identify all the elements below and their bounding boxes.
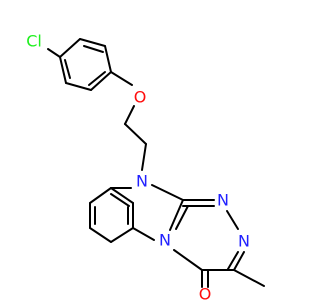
chlorophenyl-ring (59, 38, 112, 91)
bond (89, 227, 112, 243)
bond-o-ch2 (124, 105, 135, 125)
bond (110, 227, 134, 243)
bond (89, 187, 112, 204)
bond-c-n-carbonyl (173, 249, 203, 271)
molecule-drawing: Cl O N N N (26, 32, 265, 300)
bond-c-methyl (233, 269, 265, 287)
bond-n-n (226, 210, 239, 230)
bond-c-n-double (175, 205, 189, 230)
bond-n-c (151, 184, 184, 201)
bond (90, 71, 112, 91)
n-triazine-2-label: N (238, 232, 250, 251)
bond (110, 187, 134, 204)
ether-oxygen-label: O (134, 88, 147, 107)
n-triazine-1-label: N (217, 191, 229, 210)
structure-canvas: Cl O N N N (26, 31, 265, 300)
bond (65, 82, 92, 91)
n-fused-label: N (159, 231, 171, 250)
bond (110, 193, 130, 207)
n-ring-label: N (136, 172, 148, 191)
bond (64, 59, 71, 79)
chlorine-atom-label: Cl (26, 32, 42, 51)
bond-c-n (169, 199, 184, 231)
bond (79, 38, 106, 47)
bond (59, 38, 81, 58)
bond-c-cl (47, 48, 61, 58)
carbonyl-oxygen-label: O (199, 285, 212, 300)
bond-n-c (233, 251, 245, 271)
bond (59, 56, 67, 84)
bond-c-n-fused (132, 227, 155, 241)
bond (104, 45, 112, 73)
bond-ch2-ch2 (124, 123, 147, 145)
bond-c-o (110, 71, 133, 86)
bond-ch2-n (141, 143, 147, 171)
bond-n-c-double (227, 251, 239, 270)
bond (83, 45, 104, 53)
benzo-ring (89, 187, 134, 243)
bond (88, 71, 106, 86)
